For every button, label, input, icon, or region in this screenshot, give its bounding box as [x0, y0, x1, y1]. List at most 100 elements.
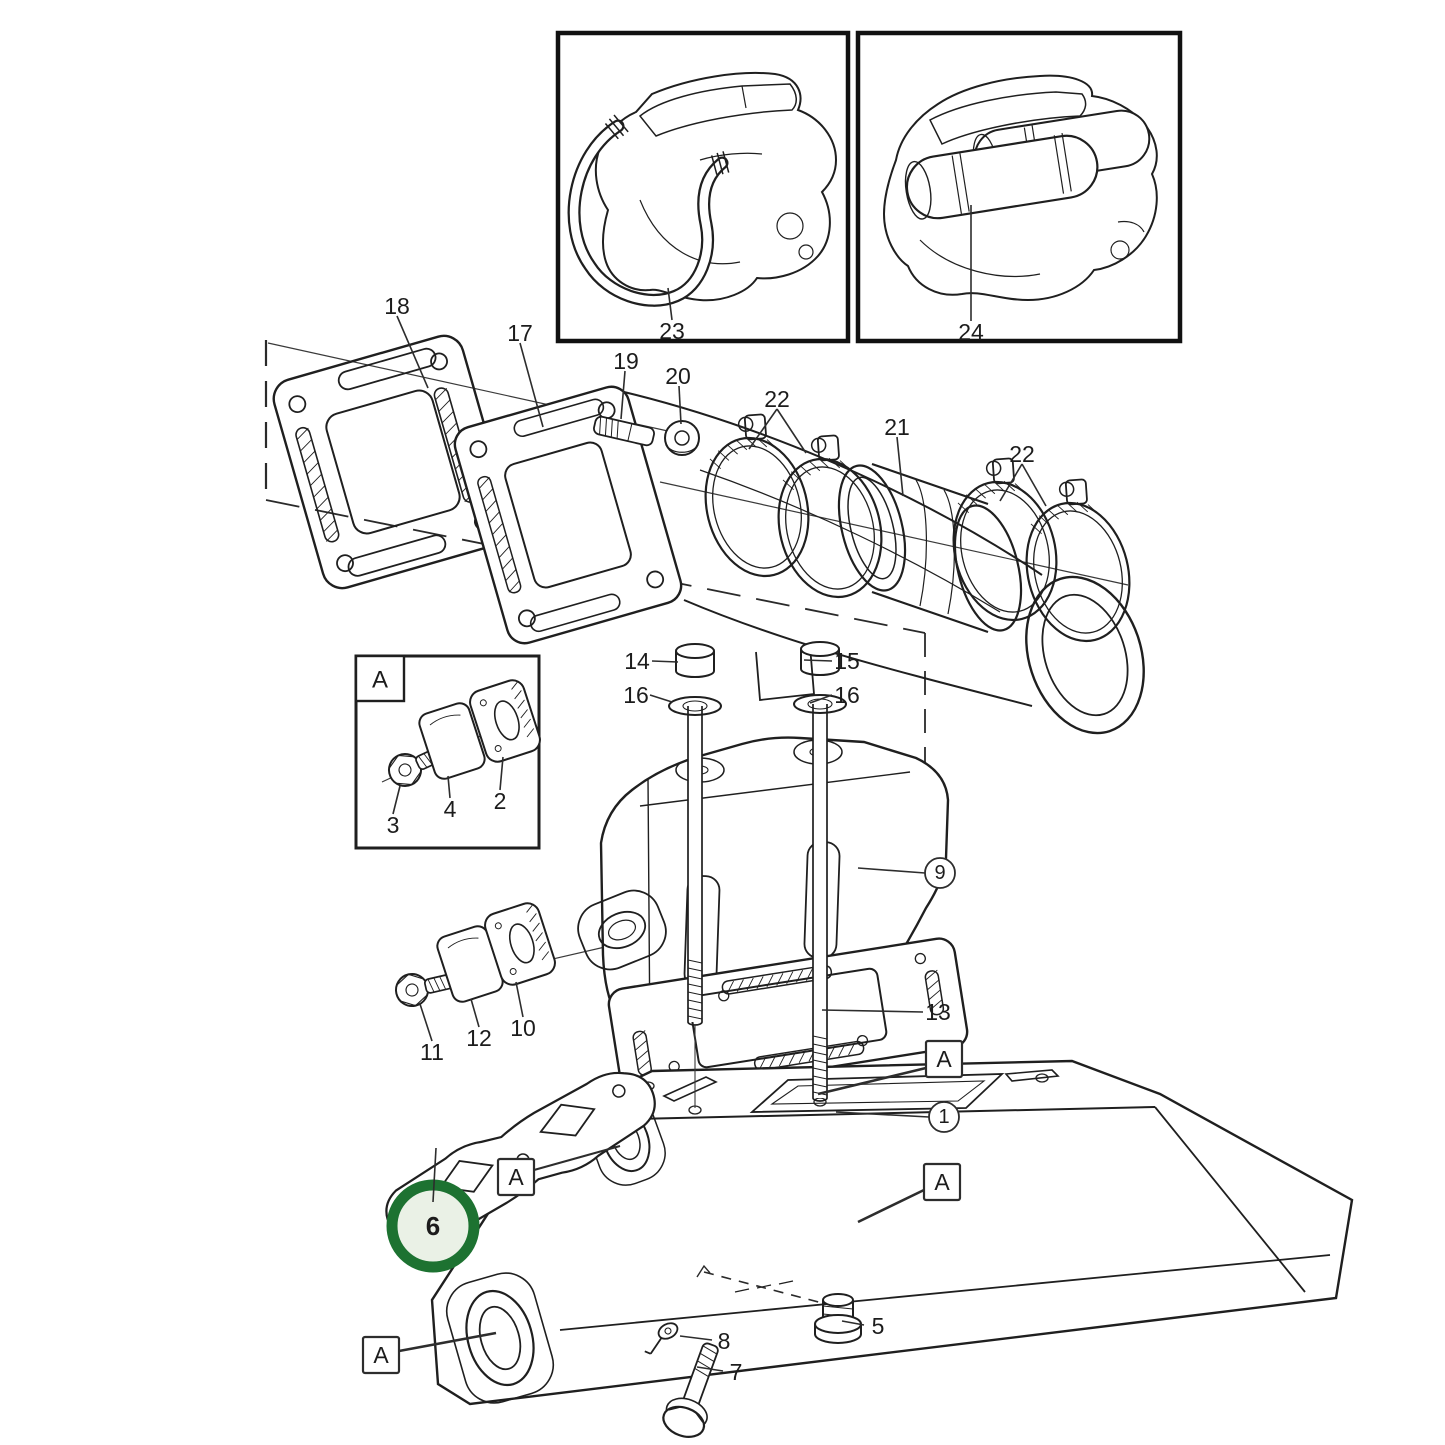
callout-part-11[interactable]: 11 — [419, 1003, 444, 1065]
leader-line — [447, 775, 451, 799]
part-7-bolt-art — [662, 1342, 719, 1438]
callout-part-12[interactable]: 12 — [466, 998, 492, 1051]
callout-text: 16 — [623, 682, 649, 708]
callout-label-a-bottom-left[interactable]: A — [361, 1331, 497, 1375]
leader-line — [679, 1335, 713, 1341]
leader-line — [748, 408, 778, 450]
leader-line — [803, 659, 833, 662]
callout-part-16-left[interactable]: 16 — [623, 682, 673, 708]
inset-box-24 — [855, 30, 1183, 344]
leader-line — [499, 756, 504, 791]
callout-text: 18 — [384, 293, 410, 319]
callout-part-22-right[interactable]: 22 — [999, 441, 1047, 507]
callout-text: 3 — [387, 812, 400, 838]
callout-part-4[interactable]: 4 — [444, 775, 457, 822]
callout-part-8[interactable]: 8 — [679, 1328, 731, 1354]
callout-part-23[interactable]: 23 — [659, 287, 685, 344]
callout-part-1[interactable]: 1 — [835, 1101, 960, 1133]
callout-label-a-mid-left[interactable]: A — [496, 1144, 621, 1197]
leader-line — [620, 370, 626, 420]
callout-text: 13 — [925, 999, 951, 1025]
callout-text: A — [936, 1046, 952, 1072]
part-20-nut-art — [664, 420, 700, 456]
silencer-front-art — [904, 132, 1099, 220]
callout-detail-box-label[interactable]: A — [372, 667, 388, 694]
callout-label-a-top-right[interactable]: A — [817, 1039, 964, 1096]
leader-line — [533, 1144, 621, 1172]
callout-part-6[interactable]: 6 — [386, 1147, 480, 1273]
callout-text: 2 — [494, 788, 507, 814]
callout-text: A — [373, 1342, 389, 1368]
detail-box-a — [354, 654, 541, 850]
callout-text: 8 — [718, 1328, 731, 1354]
callout-text: A — [934, 1169, 950, 1195]
callout-text: 14 — [624, 648, 650, 674]
callout-part-5[interactable]: 5 — [841, 1313, 885, 1339]
leader-line — [419, 1003, 433, 1042]
callout-part-13[interactable]: 13 — [821, 999, 951, 1025]
callout-part-22-left[interactable]: 22 — [748, 386, 807, 454]
part-14-bolt-art — [668, 643, 722, 1026]
callout-part-2[interactable]: 2 — [494, 756, 507, 814]
leader-line — [649, 694, 673, 703]
leader-line — [678, 385, 682, 425]
callout-part-20[interactable]: 20 — [665, 363, 691, 425]
callout-label-a-right[interactable]: A — [857, 1162, 962, 1224]
callout-part-15[interactable]: 15 — [803, 648, 860, 674]
callout-text: 11 — [420, 1039, 444, 1065]
callout-text: 7 — [730, 1359, 743, 1385]
callout-part-17[interactable]: 17 — [507, 320, 544, 428]
callout-text: 5 — [872, 1313, 885, 1339]
part-15-bolt-art — [793, 641, 847, 1102]
callout-part-9[interactable]: 9 — [857, 857, 956, 889]
leader-line — [515, 981, 524, 1018]
highlight-ring — [386, 1179, 480, 1273]
callout-part-14[interactable]: 14 — [624, 648, 679, 674]
callout-part-10[interactable]: 10 — [510, 981, 536, 1041]
callout-text: 4 — [444, 796, 457, 822]
callout-text: 24 — [958, 319, 984, 345]
leader-line — [809, 694, 833, 704]
leader-line — [470, 998, 480, 1028]
leader-line — [841, 1320, 865, 1326]
plug-dashed-line — [696, 1264, 827, 1305]
leader-line — [817, 1066, 927, 1096]
callout-text: 23 — [659, 318, 685, 344]
leader-line — [667, 287, 673, 321]
callout-box — [361, 1335, 401, 1375]
part-17-elbow-art — [453, 385, 1145, 735]
callout-box — [924, 1039, 964, 1079]
callout-text: A — [508, 1164, 524, 1190]
callout-text: 20 — [665, 363, 691, 389]
callout-text: 10 — [510, 1015, 536, 1041]
part-16-washer-left-art — [668, 696, 722, 716]
callout-part-21[interactable]: 21 — [884, 414, 910, 497]
inset-engine-silencer-art — [882, 74, 1158, 302]
leader-line — [896, 436, 904, 497]
leader-line — [776, 408, 807, 454]
callout-part-16-right[interactable]: 16 — [809, 682, 860, 708]
callout-box — [922, 1162, 962, 1202]
boundary-dashed-lines — [264, 340, 926, 806]
callout-part-19[interactable]: 19 — [613, 348, 639, 420]
callout-part-3[interactable]: 3 — [387, 785, 401, 838]
callout-part-7[interactable]: 7 — [696, 1359, 743, 1385]
part-22-clamp-2-art — [758, 425, 897, 610]
part-8-clip-art — [644, 1322, 679, 1355]
leader-line — [857, 867, 926, 874]
leader-line — [835, 1111, 930, 1118]
callout-part-18[interactable]: 18 — [384, 293, 429, 389]
callout-text: 22 — [764, 386, 790, 412]
callout-part-24[interactable]: 24 — [958, 205, 984, 345]
leader-line — [651, 660, 679, 663]
inset-engine-hose-art — [567, 71, 838, 307]
leader-line — [821, 1009, 924, 1013]
leader-line — [396, 315, 429, 389]
leader-line — [392, 785, 401, 815]
callout-circle — [928, 1101, 960, 1133]
part-19-stud-art — [593, 415, 655, 447]
part-22-clamp-1-art — [685, 404, 824, 589]
